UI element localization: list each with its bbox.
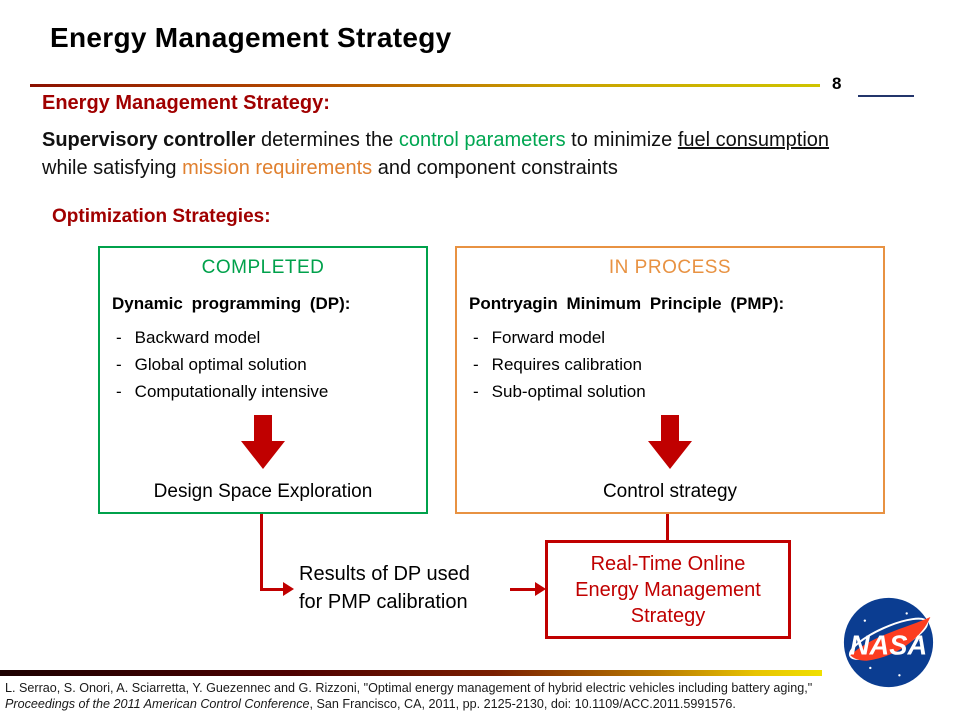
list-item: - Computationally intensive [116,378,426,405]
citation-text: L. Serrao, S. Onori, A. Sciarretta, Y. G… [5,681,813,695]
note-line: for PMP calibration [299,591,468,613]
result-box-line: Strategy [630,604,706,627]
bullet-marker: - [116,382,122,401]
down-arrow-icon [241,415,285,469]
completed-box: COMPLETED Dynamic programming (DP): - Ba… [98,246,428,514]
bullet-text: Computationally intensive [134,382,329,401]
arrow-right-icon [283,582,294,596]
list-item: - Backward model [116,324,426,351]
intro-underlined-text: fuel consumption [677,129,830,151]
note-line: Results of DP used [299,563,470,585]
bullet-marker: - [473,328,479,347]
arrow-right-icon [535,582,546,596]
list-item: - Forward model [473,324,883,351]
bullet-marker: - [473,355,479,374]
bullet-marker: - [116,355,122,374]
bullet-text: Backward model [134,328,261,347]
result-box-line: Real-Time Online [590,552,746,575]
bullet-text: Global optimal solution [134,355,307,374]
in-process-status-label: IN PROCESS [608,257,732,278]
completed-status-label: COMPLETED [201,257,325,278]
intro-text-2: to minimize [565,129,678,151]
page-number-rule [858,95,914,97]
nasa-logo: NASA [843,597,934,688]
bullet-marker: - [473,382,479,401]
section-heading: Energy Management Strategy: [42,92,330,114]
intro-bold-text: Supervisory controller [42,129,256,151]
connector-line [260,588,284,591]
nasa-logo-text: NASA [850,629,927,660]
dp-outcome: Design Space Exploration [153,481,373,502]
pmp-outcome: Control strategy [602,481,738,502]
slide-title: Energy Management Strategy [50,22,452,53]
intro-paragraph: Supervisory controller determines the co… [42,126,850,182]
citation-italic-text: Proceedings of the 2011 American Control… [5,697,310,711]
intro-text-1: determines the [255,129,399,151]
pmp-bullet-list: - Forward model - Requires calibration -… [473,324,883,405]
connector-line [510,588,537,591]
result-box: Real-Time Online Energy Management Strat… [545,540,791,639]
bullet-text: Forward model [491,328,606,347]
in-process-box: IN PROCESS Pontryagin Minimum Principle … [455,246,885,514]
footer-bar [0,670,822,676]
intro-text-3: while satisfying [42,157,183,179]
connector-line [260,514,263,591]
optimization-heading: Optimization Strategies: [52,206,271,227]
intro-orange-text: mission requirements [182,157,373,179]
citation: L. Serrao, S. Onori, A. Sciarretta, Y. G… [5,680,821,712]
list-item: - Global optimal solution [116,351,426,378]
bullet-marker: - [116,328,122,347]
list-item: - Requires calibration [473,351,883,378]
list-item: - Sub-optimal solution [473,378,883,405]
dp-pmp-note: Results of DP used for PMP calibration [299,560,470,616]
bullet-text: Requires calibration [491,355,642,374]
intro-text-4: and component constraints [372,157,618,179]
pmp-title: Pontryagin Minimum Principle (PMP): [469,294,785,313]
dp-title: Dynamic programming (DP): [112,294,351,313]
intro-green-text: control parameters [398,129,566,151]
title-divider [30,84,820,87]
connector-line [666,514,669,541]
down-arrow-icon [648,415,692,469]
bullet-text: Sub-optimal solution [491,382,646,401]
page-number: 8 [832,74,842,93]
result-box-line: Energy Management [575,578,761,601]
dp-bullet-list: - Backward model - Global optimal soluti… [116,324,426,405]
citation-text: , San Francisco, CA, 2011, pp. 2125-2130… [309,697,736,711]
